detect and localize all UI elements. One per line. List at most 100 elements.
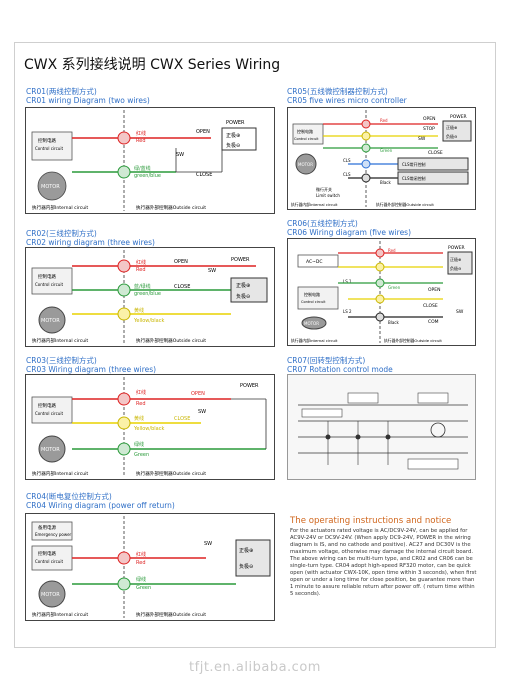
cr06-title-cn: CR06(五线控制方式) [287,219,358,228]
cr03-internal: 执行器内部Internal circuit [32,470,88,477]
cr01-green-cn: 绿/蓝线 [134,165,151,172]
cr04-outside: 执行器外部控制器Outside circuit [136,611,206,618]
cr05-black: Black [380,180,392,185]
cr03-sw: SW [198,409,206,415]
cr07-heading: CR07(回转型控制方式) CR07 Rotation control mode [287,356,393,374]
cr03-title-cn: CR03(三线控制方式) [26,356,97,365]
cr04-red-en: Red [136,560,146,566]
cr07-title-en: CR07 Rotation control mode [287,365,393,374]
notes-body: For the actuators rated voltage is AC/DC… [290,528,478,598]
cr05-limit-en: Limit switch [316,193,340,198]
cr06-close: CLOSE [423,303,438,309]
cr03-power: POWER [240,383,259,389]
cr04-control-cn: 控制电路 [38,550,56,557]
cr02-diagram: 控制电路 Control circuit MOTOR 红线 Red 蓝/绿线 g… [25,247,275,347]
cr03-open: OPEN [191,391,205,397]
cr02-control-cn: 控制电路 [38,273,56,280]
cr04-svg: 备用电源 Emergency power 控制电路 Control circui… [31,516,271,618]
cr03-control-en: Control circuit [35,411,63,416]
cr04-pos: 正极⊕ [239,547,253,554]
cr05-power: POWER [450,114,467,120]
cr03-red-cn: 红线 [136,389,146,396]
cr01-red-en: Red [136,138,146,144]
cr05-sw: SW [418,136,426,142]
cr05-neg: 负极⊖ [446,133,457,139]
cr04-neg: 负极⊖ [239,563,253,570]
cr01-svg: 控制电路 Control circuit MOTOR 红线 Red 绿/蓝线 g… [31,110,257,211]
cr03-red-en: Red [136,401,146,407]
cr01-diagram: 控制电路 Control circuit MOTOR 红线 Red 绿/蓝线 g… [25,107,275,214]
cr03-heading: CR03(三线控制方式) CR03 Wiring diagram (three … [26,356,156,374]
cr01-heading: CR01(两线控制方式) CR01 wiring Diagram (two wi… [26,87,150,105]
cr04-diagram: 备用电源 Emergency power 控制电路 Control circui… [25,513,275,621]
cr01-power: POWER [226,120,245,126]
cr02-outside: 执行器外部控制器Outside circuit [136,337,206,344]
cr01-title-en: CR01 wiring Diagram (two wires) [26,96,150,105]
cr07-title-cn: CR07(回转型控制方式) [287,356,366,365]
cr07-diagram [287,374,476,480]
cr06-outside: 执行器外部控制器Outside circuit [384,338,442,343]
cr06-control-cn: 控制电路 [304,291,320,297]
cr05-green: Green [380,148,393,153]
motor-icon [295,153,317,175]
cr06-acdc: AC~DC [306,259,323,265]
cr06-heading: CR06(五线控制方式) CR06 Wiring diagram (five w… [287,219,411,237]
cr04-title-cn: CR04(断电复位控制方式) [26,492,112,501]
cr06-internal: 执行器内部Internal circuit [291,338,338,343]
cr05-close: CLOSE [428,150,443,156]
cr01-neg: 负极⊖ [226,142,240,149]
cr03-control-cn: 控制电路 [38,402,56,409]
cr01-red-cn: 红线 [136,130,146,137]
cr02-title-cn: CR02(三线控制方式) [26,229,97,238]
motor-icon [37,171,67,201]
cr05-cls-box-2: CLS常闭控制 [402,175,426,181]
cr04-emergency-en: Emergency power [35,532,72,537]
cr03-green-en: Green [134,452,149,458]
cr05-svg: 控制电路 Control circuit MOTOR Red Green Bla… [291,110,472,207]
cr06-green: Green [388,285,401,290]
cr06-motor: MOTOR [304,321,319,326]
cr02-open: OPEN [174,259,188,265]
control-label-cn: 控制电路 [38,137,56,144]
control-circuit-box [31,131,73,161]
notes-title: The operating instructions and notice [290,516,452,526]
cr03-svg: 控制电路 Control circuit MOTOR 红线 Red 黄线 Yel… [31,377,267,477]
cr06-pos: 正极⊕ [450,256,461,262]
cr05-pos: 正极⊕ [446,124,457,130]
cr05-title-en: CR05 five wires micro controller [287,96,407,105]
cr05-outside: 执行器外部控制器Outside circuit [376,202,434,207]
cr03-close: CLOSE [174,416,190,422]
cr04-sw: SW [204,541,212,547]
cr03-yellow-cn: 黄线 [134,415,144,422]
cr04-emergency-cn: 备用电源 [38,524,56,531]
cr04-heading: CR04(断电复位控制方式) CR04 Wiring diagram (powe… [26,492,175,510]
cr05-internal: 执行器内部Internal circuit [291,202,338,207]
cr06-svg: AC~DC 控制电路 Control circuit MOTOR LS 1 LS… [291,241,473,343]
cr04-control-en: Control circuit [35,559,63,564]
cr07-svg [288,375,475,479]
cr05-title-cn: CR05(五线微控制器控制方式) [287,87,388,96]
cr03-green-cn: 绿线 [134,441,144,448]
cr06-com: COM [428,319,439,325]
cr05-diagram: 控制电路 Control circuit MOTOR Red Green Bla… [287,107,476,210]
cr05-heading: CR05(五线微控制器控制方式) CR05 five wires micro c… [287,87,407,105]
cr01-close: CLOSE [196,172,212,178]
cr06-black: Black [388,320,400,325]
cr02-red-cn: 红线 [136,259,146,266]
cr02-heading: CR02(三线控制方式) CR02 wiring diagram (three … [26,229,155,247]
motor-label: MOTOR [41,184,60,190]
cr06-control-en: Control circuit [301,300,326,304]
cr01-sw: SW [176,152,184,158]
cr02-motor: MOTOR [41,318,60,324]
cr05-cls-1: CLS [343,158,351,163]
cr02-control-en: Control circuit [35,282,63,287]
notes-paragraph: The above wiring can be multi-turn type,… [290,556,477,597]
cr01-open: OPEN [196,129,210,135]
cr04-green-cn: 绿线 [136,576,146,583]
cr02-internal: 执行器内部Internal circuit [32,337,88,344]
cr02-red-en: Red [136,267,146,273]
cr04-title-en: CR04 Wiring diagram (power off return) [26,501,175,510]
cr06-title-en: CR06 Wiring diagram (five wires) [287,228,412,237]
cr02-power: POWER [231,257,250,263]
cr04-green-en: Green [136,585,151,591]
